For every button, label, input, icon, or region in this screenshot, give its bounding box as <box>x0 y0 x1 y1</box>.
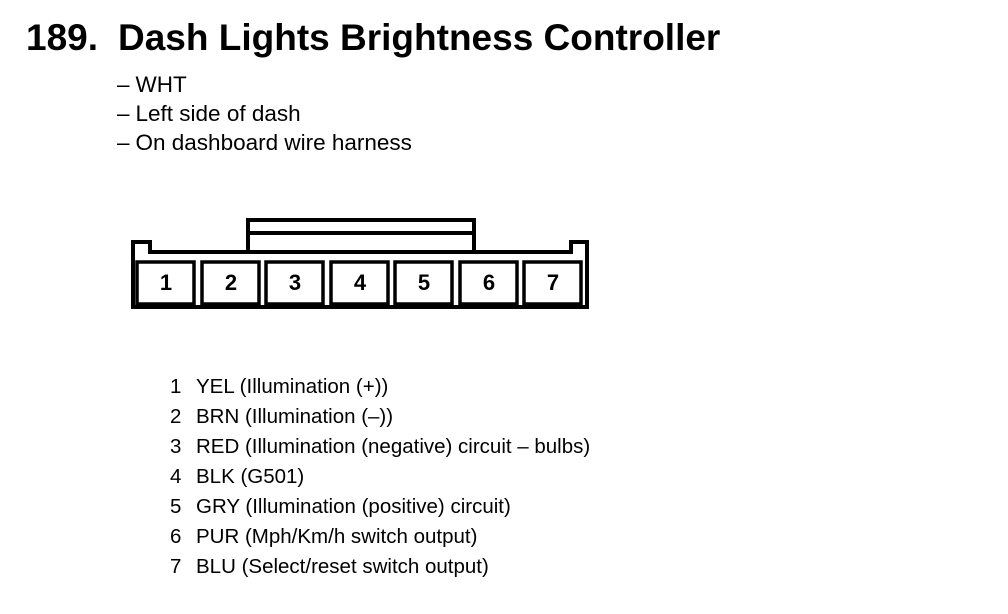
pin-number: 1 <box>170 375 182 398</box>
connector-outline <box>131 240 589 309</box>
pin-item: 2 BRN (Illumination (–)) <box>170 402 590 432</box>
pin-item: 7 BLU (Select/reset switch output) <box>170 552 590 582</box>
detail-text: WHT <box>135 72 187 97</box>
connector-details: –WHT –Left side of dash –On dashboard wi… <box>117 70 412 157</box>
pin-cavity-5 <box>393 260 454 306</box>
pin-item: 4 BLK (G501) <box>170 462 590 492</box>
pin-number: 2 <box>170 405 182 428</box>
dash-bullet: – <box>117 130 130 155</box>
pin-cavity-3 <box>264 260 325 306</box>
dash-bullet: – <box>117 72 130 97</box>
pin-item: 1 YEL (Illumination (+)) <box>170 372 590 402</box>
pin-label-5: 5 <box>418 270 430 295</box>
pin-description: GRY (Illumination (positive) circuit) <box>196 495 511 518</box>
pin-item: 5 GRY (Illumination (positive) circuit) <box>170 492 590 522</box>
pin-cavity-1 <box>135 260 196 306</box>
pin-description: BLK (G501) <box>196 465 305 488</box>
pin-cavity-7 <box>522 260 583 306</box>
pin-label-7: 7 <box>547 270 559 295</box>
pin-label-2: 2 <box>225 270 237 295</box>
page-title: 189. Dash Lights Brightness Controller <box>26 16 720 60</box>
pin-description: BLU (Select/reset switch output) <box>196 555 489 578</box>
title-number: 189. <box>26 17 99 58</box>
pin-number: 7 <box>170 555 182 578</box>
pin-cavity-2 <box>200 260 261 306</box>
pin-label-3: 3 <box>289 270 301 295</box>
pin-number: 3 <box>170 435 182 458</box>
detail-harness: –On dashboard wire harness <box>117 128 412 157</box>
pin-label-6: 6 <box>483 270 495 295</box>
pin-description: BRN (Illumination (–)) <box>196 405 394 428</box>
pin-cavity-6 <box>458 260 519 306</box>
detail-location: –Left side of dash <box>117 99 412 128</box>
dash-bullet: – <box>117 101 130 126</box>
pin-item: 6 PUR (Mph/Km/h switch output) <box>170 522 590 552</box>
pin-number: 6 <box>170 525 182 548</box>
detail-text: On dashboard wire harness <box>135 130 412 155</box>
pin-description: RED (Illumination (negative) circuit – b… <box>196 435 591 458</box>
pin-description: PUR (Mph/Km/h switch output) <box>196 525 478 548</box>
title-text: Dash Lights Brightness Controller <box>118 17 721 58</box>
pin-assignment-list: 1 YEL (Illumination (+)) 2 BRN (Illuminati… <box>170 372 590 582</box>
locking-tab-outer <box>246 218 476 254</box>
pin-number: 4 <box>170 465 182 488</box>
detail-color: –WHT <box>117 70 412 99</box>
pin-label-4: 4 <box>354 270 367 295</box>
pin-description: YEL (Illumination (+)) <box>196 375 389 398</box>
detail-text: Left side of dash <box>135 101 301 126</box>
pin-cavity-4 <box>329 260 390 306</box>
pin-number: 5 <box>170 495 182 518</box>
pin-item: 3 RED (Illumination (negative) circuit – … <box>170 432 590 462</box>
pin-label-1: 1 <box>160 270 172 295</box>
